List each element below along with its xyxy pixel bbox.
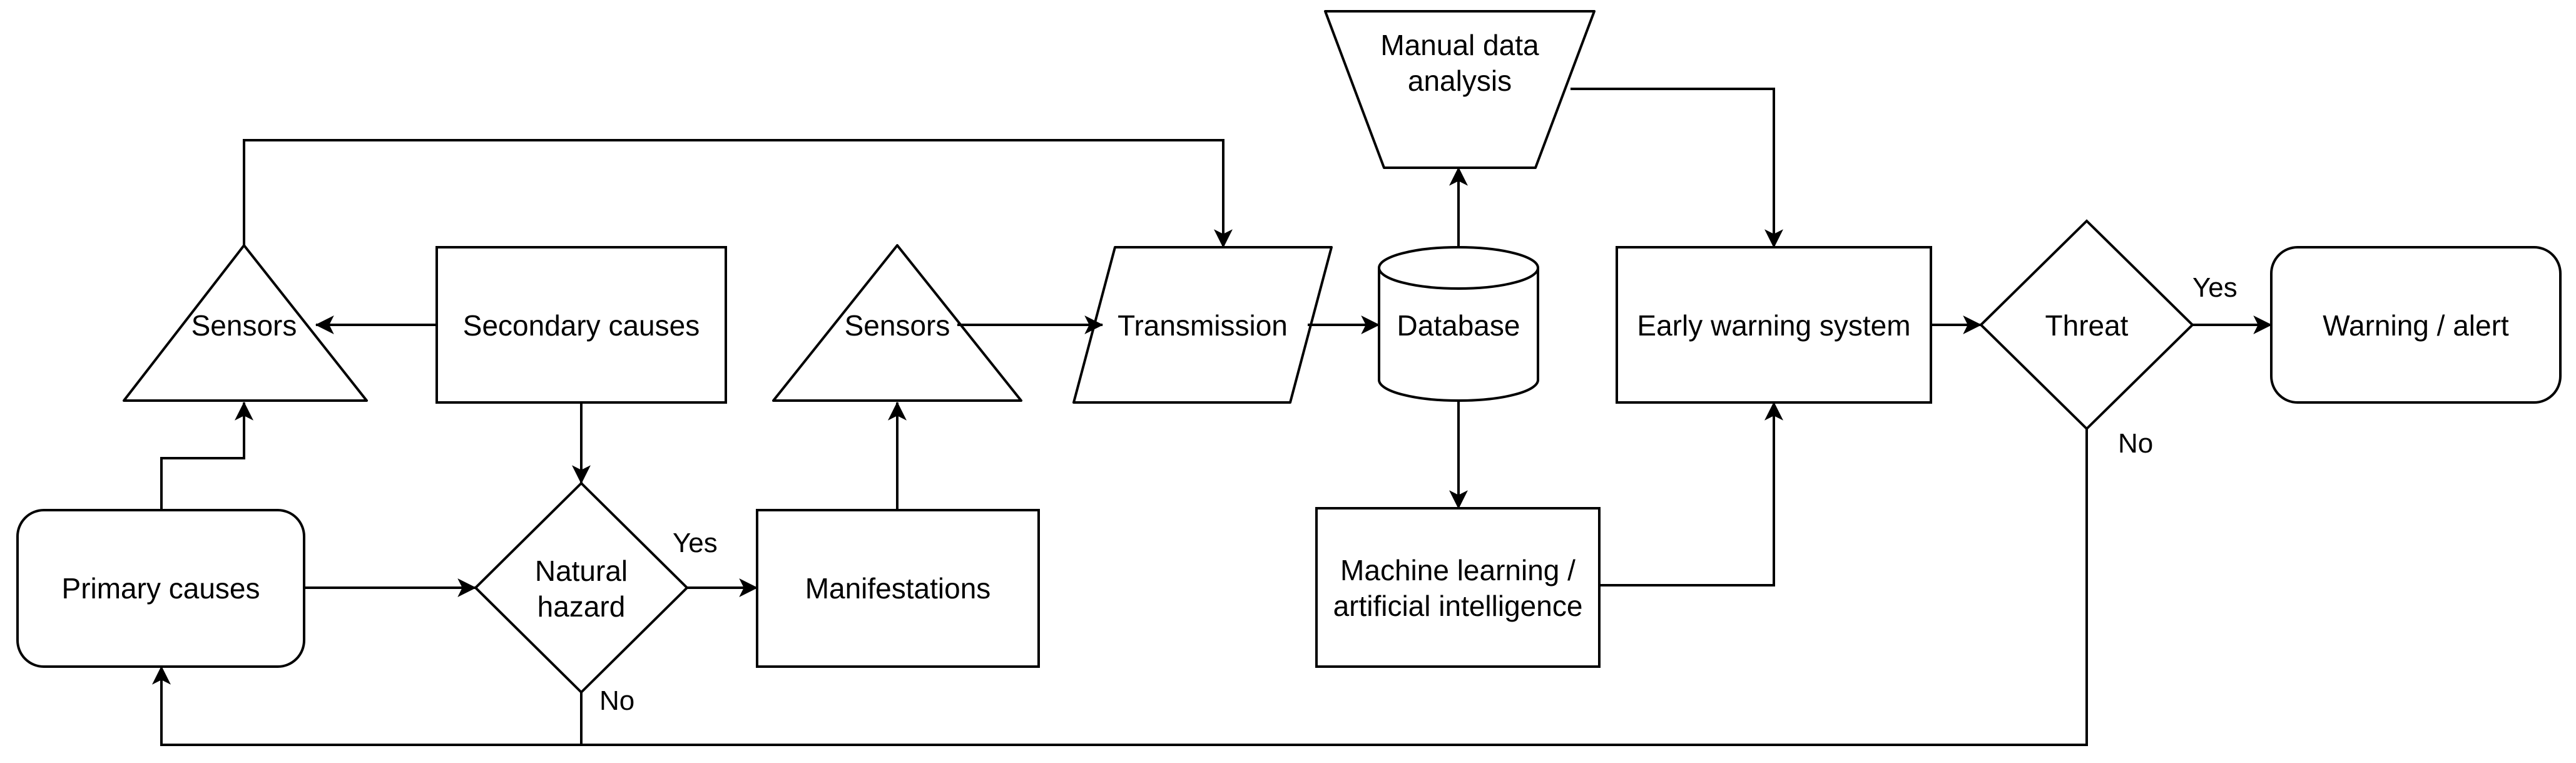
database-label: Database [1397, 309, 1520, 342]
transmission-parallelogram [1072, 246, 1333, 404]
manifestations-label: Manifestations [805, 572, 991, 605]
sensors-left-label: Sensors [191, 309, 297, 342]
early-warning-label: Early warning system [1637, 309, 1910, 342]
machine-learning-label-line2: artificial intelligence [1333, 590, 1583, 622]
hazard-yes-label: Yes [673, 528, 718, 558]
threat-label: Threat [2045, 309, 2129, 342]
edge-sensors-to-transmission [243, 139, 1233, 248]
secondary-causes-label: Secondary causes [463, 309, 700, 342]
primary-causes-label: Primary causes [62, 572, 260, 605]
threat-no-label: No [2118, 428, 2153, 459]
manual-analysis-label-line1: Manual data [1380, 29, 1539, 61]
machine-learning-box [1315, 507, 1601, 668]
hazard-no-label: No [599, 685, 634, 716]
transmission-label: Transmission [1117, 309, 1288, 342]
edge-ml-to-ews [1599, 401, 1783, 586]
warning-alert-label: Warning / alert [2323, 309, 2509, 342]
natural-hazard-label-line1: Natural [535, 555, 628, 587]
edge-primary-to-sensors [160, 401, 253, 510]
sensors-left-triangle [123, 244, 368, 402]
machine-learning-label-line1: Machine learning / [1340, 554, 1576, 586]
natural-hazard-diamond [474, 481, 689, 694]
threat-yes-label: Yes [2192, 272, 2237, 303]
edges [152, 88, 2273, 746]
edge-threat-no-loop [152, 429, 2088, 746]
natural-hazard-label-line2: hazard [537, 590, 626, 623]
manual-analysis-trapezoid [1324, 10, 1596, 169]
sensors-mid-triangle [772, 244, 1022, 402]
edge-manual-to-ews [1571, 88, 1783, 248]
manual-analysis-label-line2: analysis [1408, 64, 1512, 97]
sensors-mid-label: Sensors [845, 309, 950, 342]
